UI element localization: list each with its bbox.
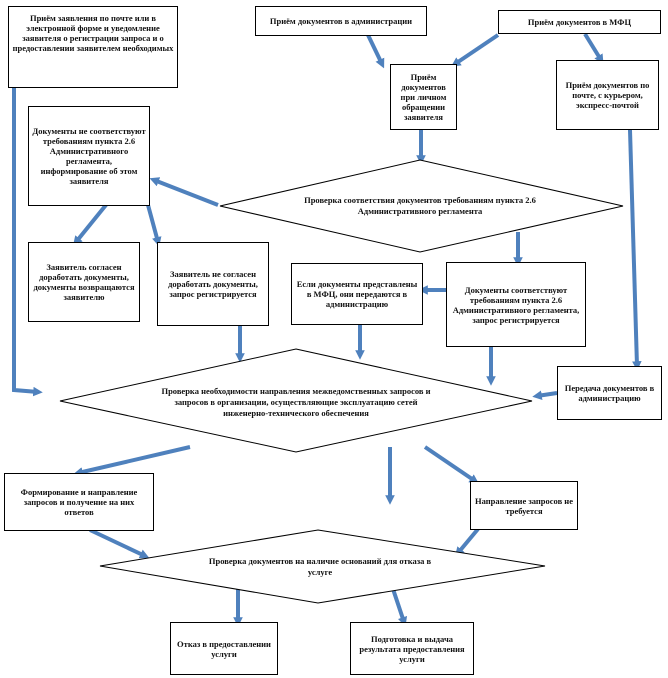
arrow (628, 129, 642, 371)
mfc-receive-box: Приём документов в МФЦ (498, 10, 661, 34)
arrow (423, 445, 479, 484)
mfc-transfer-box: Если документы представлены в МФЦ, они п… (291, 263, 423, 325)
refusal-box: Отказ в предоставлении услуги (170, 622, 278, 675)
admin-receive-box: Приём документов в администрации (255, 6, 427, 36)
arrow (12, 87, 43, 397)
mail-electronic-box: Приём заявления по почте или в электронн… (8, 6, 178, 88)
decision-interagency-shape (59, 348, 533, 453)
decision-refusal-text: Проверка документов на наличие оснований… (208, 556, 432, 577)
arrow (149, 177, 219, 207)
decision-interagency-text: Проверка необходимости направления межве… (161, 385, 431, 418)
decision-check26-text: Проверка соответствия документов требова… (304, 195, 536, 216)
compliance-register-box: Документы соответствуют требованиям пунк… (446, 262, 586, 347)
arrow (89, 528, 150, 559)
arrow (583, 32, 604, 65)
arrow (366, 34, 385, 69)
disagree-register-box: Заявитель не согласен доработать докумен… (157, 242, 269, 326)
transfer-admin-box: Передача документов в администрацию (557, 366, 662, 420)
decision-check26-shape (219, 159, 624, 253)
arrow (72, 198, 112, 246)
arrow (146, 204, 162, 247)
arrow (451, 33, 500, 67)
no-requests-box: Направление запросов не требуется (470, 481, 578, 530)
decision-refusal-shape (99, 529, 546, 604)
form-requests-box: Формирование и направление запросов и по… (4, 473, 154, 531)
arrow (454, 527, 480, 557)
noncompliance-box: Документы не соответствуют требованиям п… (28, 106, 150, 206)
mail-courier-box: Приём документов по почте, с курьером, э… (556, 60, 659, 130)
result-box: Подготовка и выдача результата предостав… (350, 622, 474, 675)
arrow (532, 390, 558, 401)
arrow (73, 445, 191, 477)
agree-return-box: Заявитель согласен доработать документы,… (28, 242, 140, 322)
personal-visit-box: Приём документов при личном обращении за… (390, 64, 457, 130)
